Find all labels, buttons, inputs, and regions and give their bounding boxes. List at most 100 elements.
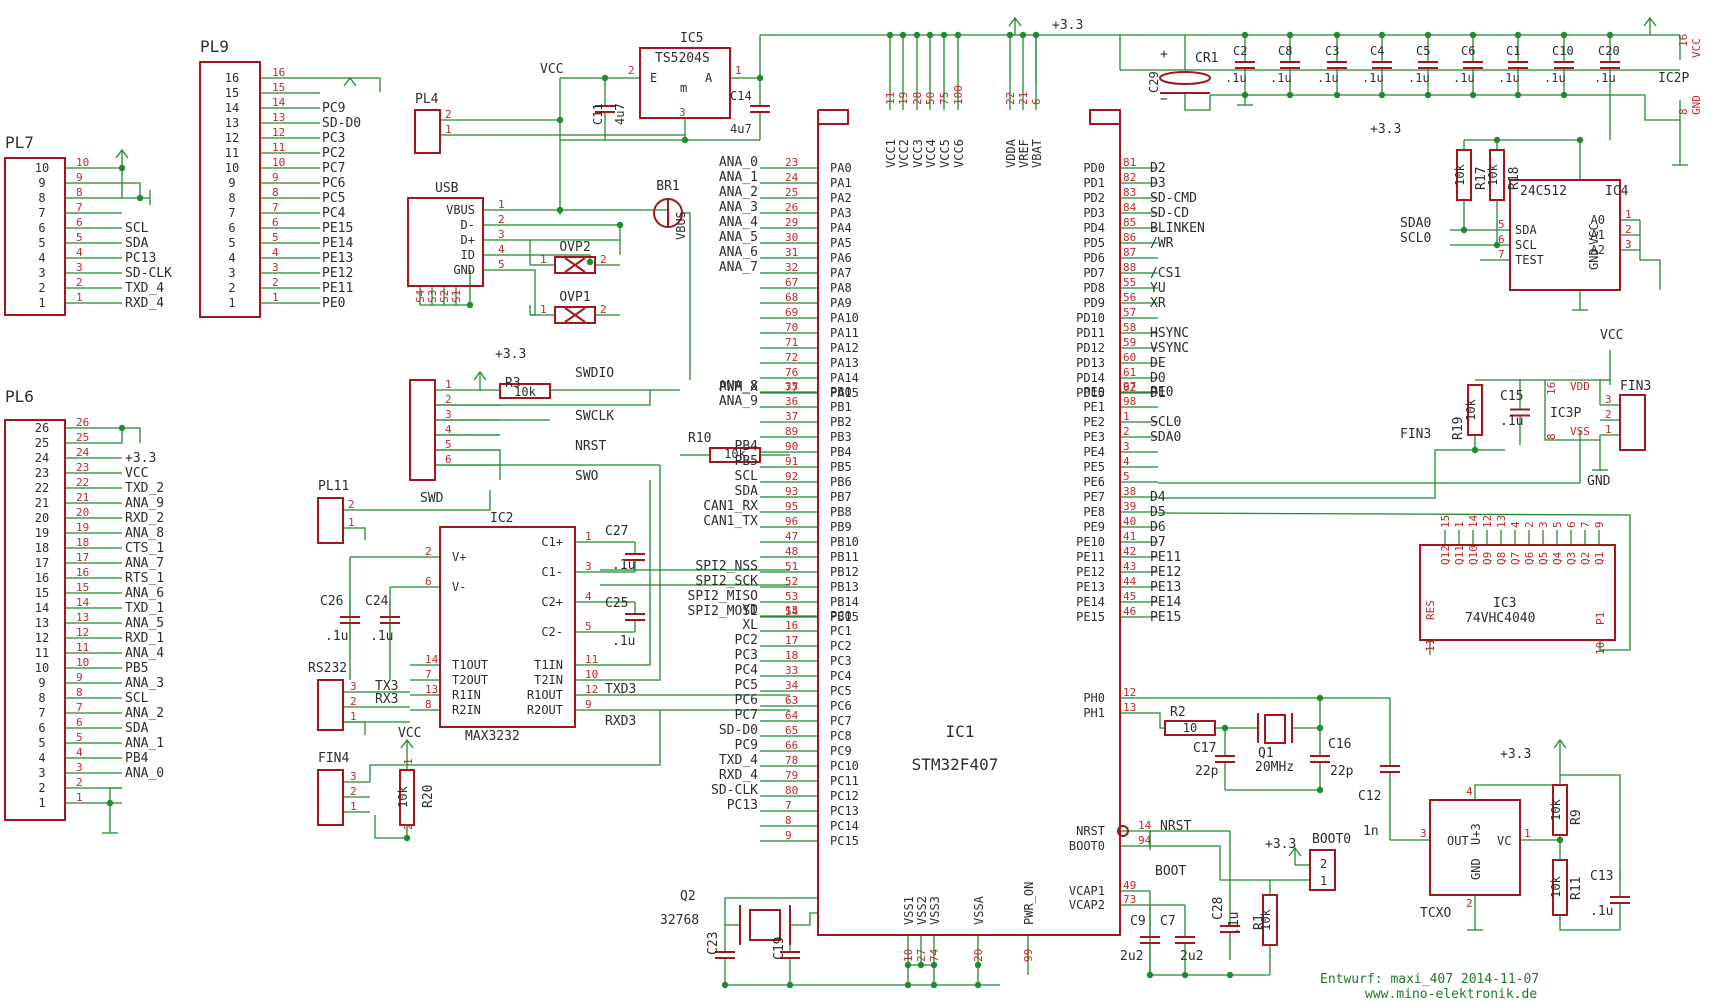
ic1-pin-name: VCAP1 (1069, 884, 1105, 898)
junction-dot (926, 31, 934, 39)
usb-body (407, 197, 484, 287)
c16-value: 22p (1330, 764, 1354, 779)
c15-value: .1u (1500, 414, 1523, 429)
r18-resistor (1489, 149, 1505, 201)
ic1-signal: SPI2_MISO (688, 589, 759, 604)
pl9-pin-label: 11 (272, 141, 285, 154)
junctions (106, 31, 1614, 989)
ic1-pin-num: 58 (1123, 321, 1136, 334)
ic1-value: STM32F407 (912, 755, 999, 774)
pl6-pin-label: 3 (76, 761, 83, 774)
ic2-pin-num: 11 (585, 653, 598, 666)
rail-3v3-label: +3.3 (1052, 18, 1083, 33)
decap-value: .1u (1408, 71, 1430, 85)
pl6-pin-num: 15 (35, 586, 49, 600)
ic1-pin-num: 7 (785, 799, 792, 812)
ic1-pin-num: 56 (1123, 291, 1136, 304)
cr1-name: CR1 (1195, 51, 1218, 66)
br1-name: BR1 (656, 179, 679, 194)
wire (343, 527, 366, 540)
r2-resistor (1164, 720, 1216, 736)
usb-pin-name: GND (453, 263, 475, 277)
tcxo-pin: 3 (1420, 827, 1427, 840)
ic1-signal: ANA_0 (719, 155, 758, 170)
pl9-pin-num: 2 (228, 281, 235, 295)
wire (374, 815, 408, 839)
ic1-pin-num: 43 (1123, 560, 1136, 573)
wire (435, 449, 501, 480)
usb-pin-name: D+ (461, 233, 475, 247)
pl6-signal: ANA_7 (125, 556, 164, 571)
pl7-pin-num: 10 (35, 161, 49, 175)
ic1-signal: D1 (1150, 386, 1166, 401)
ic1-pin-num: 18 (785, 649, 798, 662)
ic1-bot-pin-num: 27 (915, 949, 928, 962)
ic5-body (639, 47, 731, 119)
pl6-pin-num: 12 (35, 631, 49, 645)
ic2p-pin: 8 (1677, 108, 1690, 115)
pl6-pin-num: 20 (35, 511, 49, 525)
ic1-pin-name: PB12 (830, 565, 859, 579)
pl7-pin-num: 3 (38, 266, 45, 280)
ic1-signal: PE11 (1150, 550, 1181, 565)
ic2p-name: IC2P (1658, 71, 1689, 86)
ic1-signal: PB5 (735, 454, 758, 469)
ic1-pin-name: PB0 (830, 385, 852, 399)
pl6-signal: ANA_2 (125, 706, 164, 721)
c20-name: C20 (1598, 44, 1620, 58)
pl6-pin-label: 20 (76, 506, 89, 519)
junction-dot (974, 981, 982, 989)
tcxo-pin: 4 (1466, 785, 1473, 798)
pl9-pin-label: 8 (272, 186, 279, 199)
junction-dot (1424, 31, 1432, 39)
pl9-pin-label: 14 (272, 96, 286, 109)
r17-value: 10k (1453, 163, 1467, 185)
pl9-pin-num: 14 (225, 101, 239, 115)
wire (1150, 712, 1165, 729)
ic1-pin-name: VCAP2 (1069, 898, 1105, 912)
wire (369, 710, 661, 782)
pl7-pin-num: 2 (38, 281, 45, 295)
ic1-pin-name: PB11 (830, 550, 859, 564)
ic1-pin-num: 44 (1123, 575, 1137, 588)
usb-pin-num: 5 (498, 258, 505, 271)
junction-dot (786, 981, 794, 989)
ic1-signal: D2 (1150, 161, 1166, 176)
c29-plus: + (1160, 47, 1168, 62)
pl4-pin-num: 1 (445, 123, 452, 136)
c20-value: .1u (1594, 71, 1616, 85)
ic1-signal: YU (1150, 281, 1166, 296)
ovp-diode (573, 257, 586, 273)
ic1-pin-name: PC14 (830, 819, 859, 833)
ic1-signal: SPI2_MOSI (688, 604, 758, 619)
junction-dot (899, 31, 907, 39)
ic2-pin-name: C2- (541, 625, 563, 639)
pl6-pin-num: 3 (38, 766, 45, 780)
ic1-signal: D5 (1150, 505, 1166, 520)
ic1-pin-name: PE5 (1083, 460, 1105, 474)
pl6-signal: VCC (125, 466, 148, 481)
pl6-pin-num: 10 (35, 661, 49, 675)
ic1-pin-num: 94 (1138, 834, 1152, 847)
ic1-pin-name: PE3 (1083, 430, 1105, 444)
ic1-pin-num: 31 (785, 246, 798, 259)
ic1-pin-num: 4 (1123, 455, 1130, 468)
ic1-pin-num: 36 (785, 395, 798, 408)
ic3-pin-num: 9 (1593, 521, 1606, 528)
ic1-signal: SD-CD (1150, 206, 1189, 221)
pl6-pin-label: 26 (76, 416, 89, 429)
pl9-signal: PC3 (322, 131, 345, 146)
r20-name: R20 (421, 785, 436, 808)
ic3p-vss: VSS (1570, 425, 1590, 438)
ic1-pin-name: PD4 (1083, 221, 1105, 235)
ic1-bot-pin-name: VSS1 (902, 896, 916, 925)
ic3-pin-num: 14 (1467, 514, 1480, 528)
pl6-signal: +3.3 (125, 451, 156, 466)
ic1-bot-pin-num: 10 (902, 949, 915, 962)
ic1-signal: /CS1 (1150, 266, 1181, 281)
wire (1639, 220, 1661, 290)
ic1-signal: PE12 (1150, 565, 1181, 580)
pl9-pin-num: 13 (225, 116, 239, 130)
pl6-pin-num: 6 (38, 721, 45, 735)
ic1-pin-name: PA1 (830, 176, 852, 190)
